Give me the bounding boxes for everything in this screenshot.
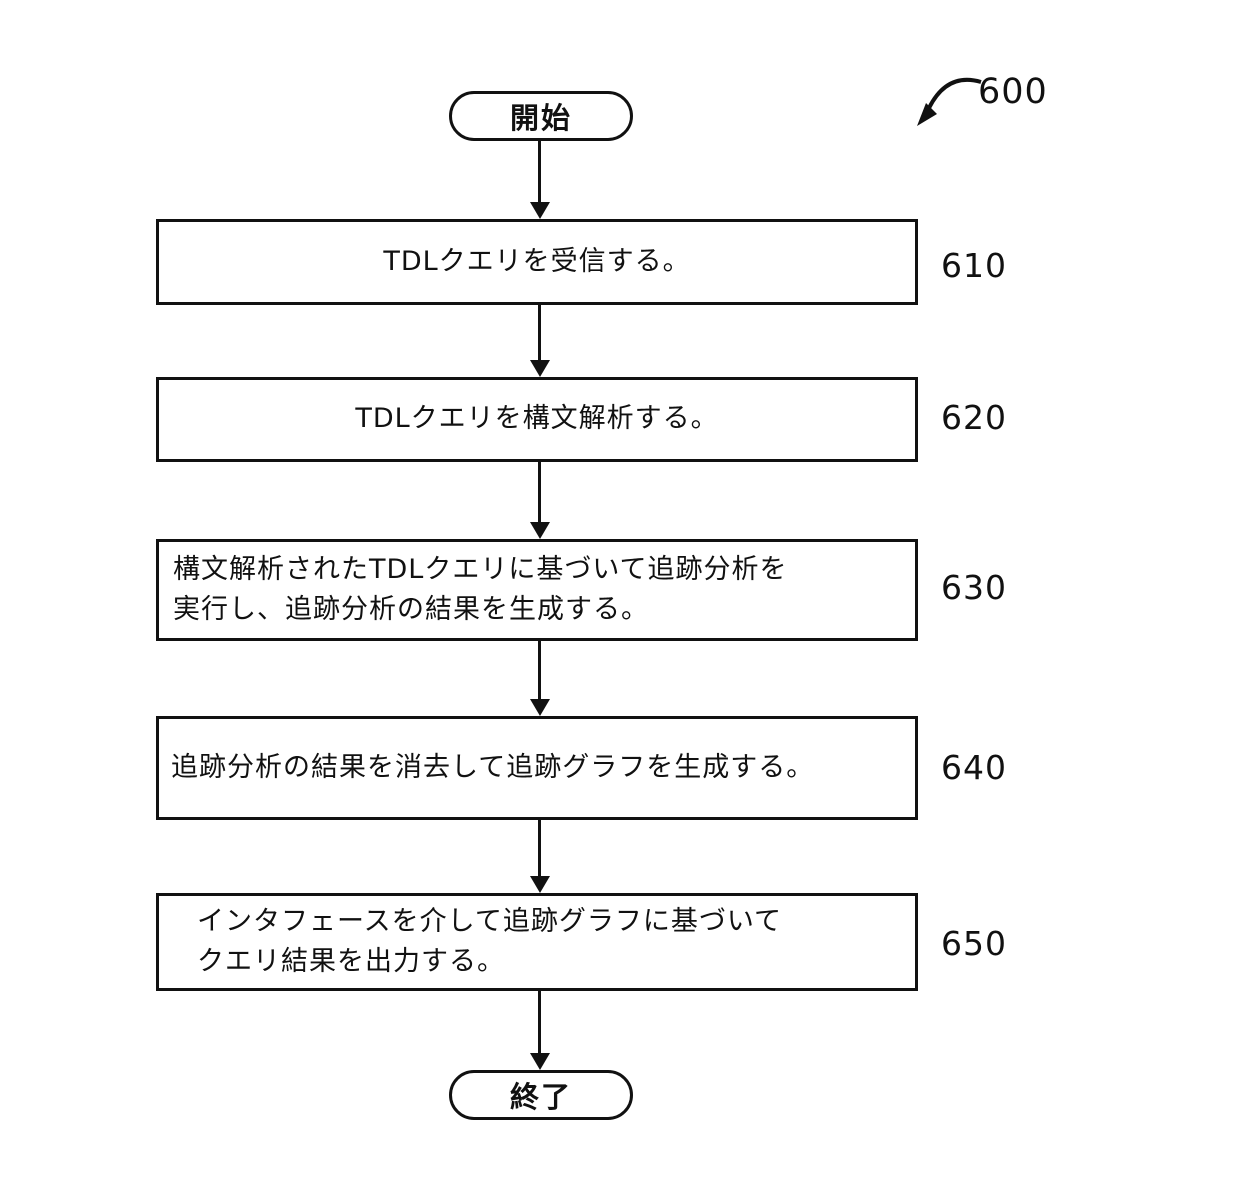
ref-label-630: 630 [941,568,1007,607]
ref-label-620: 620 [941,398,1007,437]
flow-arrow-line [538,641,541,700]
process-box-620: TDLクエリを構文解析する。 [156,377,918,462]
arrowhead-icon [530,876,550,893]
flow-arrow-line [538,990,541,1054]
process-box-630: 構文解析されたTDLクエリに基づいて追跡分析を 実行し、追跡分析の結果を生成する… [156,539,918,641]
arrowhead-icon [530,360,550,377]
flow-arrow-line [538,304,541,361]
process-text-line: 実行し、追跡分析の結果を生成する。 [173,594,649,625]
process-text-line: インタフェースを介して追跡グラフに基づいて [197,905,783,937]
flow-arrow-line [538,462,541,523]
end-terminal-label: 終了 [509,1080,572,1114]
process-text-line: クエリ結果を出力する。 [197,946,505,977]
figure-ref-arrow-icon [917,77,982,126]
flow-arrow-line [538,820,541,877]
arrowhead-icon [530,699,550,716]
arrowhead-icon [530,522,550,539]
process-text-line: 構文解析されたTDLクエリに基づいて追跡分析を [173,553,788,585]
ref-label-650: 650 [941,924,1007,963]
figure-ref-label: 600 [978,72,1048,112]
start-terminal: 開始 [449,91,633,141]
process-text-line: 追跡分析の結果を消去して追跡グラフを生成する。 [171,751,815,783]
ref-label-640: 640 [941,748,1007,787]
flow-arrow-line [538,141,541,203]
end-terminal: 終了 [449,1070,633,1120]
process-box-650: インタフェースを介して追跡グラフに基づいて クエリ結果を出力する。 [156,893,918,991]
arrowhead-icon [530,1053,550,1070]
start-terminal-label: 開始 [509,101,572,135]
ref-label-610: 610 [941,246,1007,285]
process-box-610: TDLクエリを受信する。 [156,219,918,305]
process-box-640: 追跡分析の結果を消去して追跡グラフを生成する。 [156,716,918,820]
process-text-line: TDLクエリを構文解析する。 [355,403,719,435]
arrowhead-icon [530,202,550,219]
process-text-line: TDLクエリを受信する。 [383,245,691,277]
